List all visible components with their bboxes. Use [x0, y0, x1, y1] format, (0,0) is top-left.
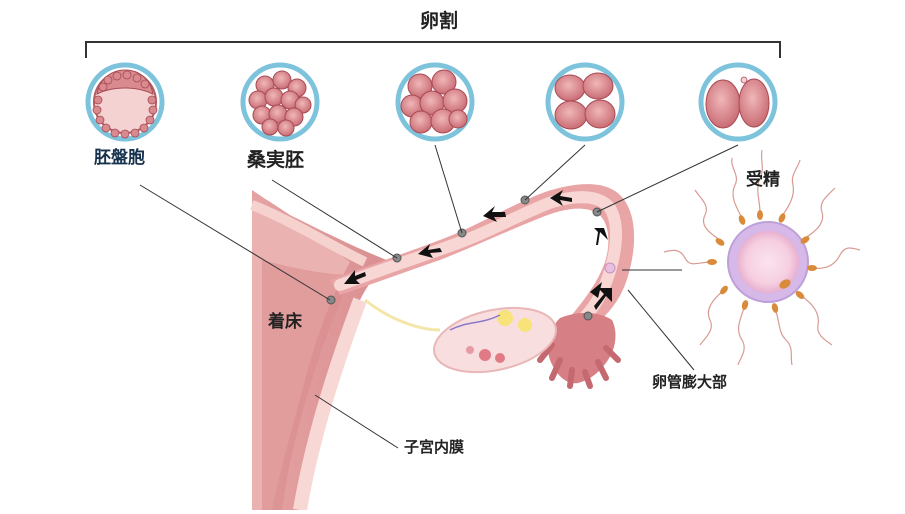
arrow-ampulla-2: [594, 228, 608, 245]
follicle-red-3: [466, 346, 474, 354]
uterus: [250, 190, 392, 512]
label-morula: 桑実胚: [247, 149, 305, 171]
leader-2cell: [596, 144, 739, 213]
label-blastocyst: 胚盤胞: [94, 148, 145, 168]
arrow-ampulla-1: [594, 288, 612, 310]
leader-endometrium: [314, 394, 399, 449]
stage-four-cell: [545, 62, 625, 142]
penetrating-sperm: [779, 279, 791, 289]
sperm-cells: [663, 149, 861, 366]
two-cells: [705, 78, 770, 129]
ovary-body: [433, 306, 557, 374]
follicle-red-2: [495, 353, 505, 363]
fimbriae-fingers: [537, 342, 621, 389]
four-cells: [554, 72, 616, 130]
eight-cells: [400, 69, 468, 134]
arrow-cavity: [344, 270, 366, 284]
leader-morula: [271, 179, 398, 259]
arrow-isthmus-3: [418, 244, 442, 258]
zona-ring: [545, 62, 625, 142]
egg-cytoplasm: [737, 231, 799, 293]
ovary: [364, 298, 557, 374]
uterine-cavity: [262, 260, 352, 510]
trophoblast-cells: [92, 70, 158, 139]
leader-ampulla: [627, 289, 695, 371]
arrow-isthmus-2: [483, 206, 506, 222]
polar-body: [740, 76, 748, 84]
stage-blastocyst: [85, 62, 165, 142]
label-implantation: 着床: [268, 312, 302, 332]
ovary-vessel: [449, 314, 501, 331]
arrow-isthmus-1: [550, 190, 572, 206]
embryo-markers: [326, 195, 616, 321]
leader-8cell: [434, 144, 463, 234]
transport-arrows: [344, 190, 612, 310]
endometrium-lining: [293, 297, 367, 512]
stage-two-cell: [698, 62, 778, 142]
leader-lines: [139, 144, 739, 449]
upper-lining: [250, 200, 368, 267]
cleavage-bracket: [85, 41, 781, 58]
leader-4cell: [524, 144, 586, 201]
arrow-1: [590, 282, 602, 298]
label-cleavage: 卵割: [420, 10, 459, 32]
leader-blastocyst: [139, 184, 331, 301]
label-ampulla: 卵管膨大部: [652, 373, 728, 391]
marker-ampulla-low: [583, 311, 593, 321]
label-fertilization: 受精: [746, 170, 780, 190]
fertilization-egg: [727, 221, 809, 303]
marker-implantation: [326, 295, 336, 305]
follicle-yellow: [497, 310, 513, 326]
marker-fertilized: [604, 262, 616, 274]
morula-cells: [248, 70, 312, 137]
follicle-yellow-2: [518, 318, 532, 332]
sperm-heads: [707, 210, 817, 313]
stage-eight-cell: [395, 62, 475, 142]
follicle-red: [479, 349, 491, 361]
stage-morula: [240, 62, 320, 142]
label-endometrium: 子宮内膜: [404, 438, 465, 456]
ovarian-ligament: [364, 298, 441, 332]
